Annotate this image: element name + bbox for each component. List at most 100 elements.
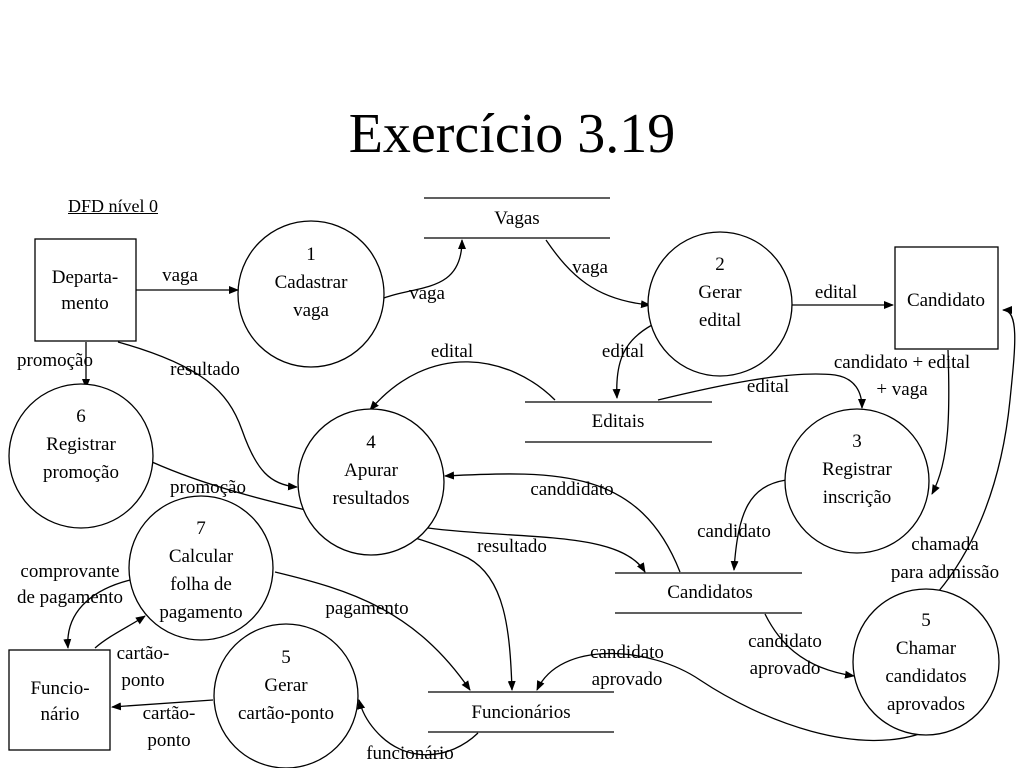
flow-p5a-funcionarios	[536, 652, 931, 742]
slide-title: Exercício 3.19	[348, 103, 676, 165]
flow-p7-funcionario	[63, 576, 146, 649]
flow-label-cartao-ponto-in-2: ponto	[121, 670, 164, 691]
external-departamento[interactable]: Departa- mento	[34, 238, 137, 342]
flow-label-cartao-ponto-in-1: cartão-	[117, 643, 170, 664]
flow-label-candidatos-p4: canddidato	[530, 479, 613, 500]
flow-funcionario-p7	[94, 615, 146, 649]
flow-label-p2-editais-edital: edital	[602, 341, 644, 362]
flow-label-p3-candidato: candidato	[697, 521, 771, 542]
flow-label-cand-edital-vaga-1: candidato + edital	[834, 352, 970, 373]
store-candidatos[interactable]: Candidatos	[615, 572, 802, 614]
store-vagas[interactable]: Vagas	[424, 197, 610, 239]
store-vagas-label: Vagas	[494, 208, 539, 229]
flow-p5b-funcionario	[111, 699, 214, 711]
flow-labels: vaga vaga vaga edital edital edital edit…	[17, 257, 999, 764]
flow-editais-p3	[657, 373, 866, 409]
process-5a-line-1: Chamar	[896, 638, 957, 659]
process-5b-line-1: Gerar	[264, 675, 308, 696]
process-4-number: 4	[366, 432, 376, 453]
flow-label-p2-edital: edital	[815, 282, 857, 303]
flow-label-comprovante-2: de pagamento	[17, 587, 123, 608]
flow-candidatos-p4	[444, 471, 681, 573]
flow-label-p6-promocao: promoção	[170, 477, 246, 498]
process-1-line-2: vaga	[293, 300, 329, 321]
process-2-line-1: Gerar	[698, 282, 742, 303]
flow-p7-funcionarios	[274, 571, 471, 691]
flow-label-editais-p4-edital: edital	[431, 341, 473, 362]
flow-label-p1-vaga: vaga	[409, 283, 445, 304]
process-5b-number: 5	[281, 647, 291, 668]
flow-vagas-p2	[545, 239, 651, 309]
flow-candidatos-p5a	[764, 613, 855, 679]
external-candidato-label: Candidato	[907, 290, 985, 311]
flow-editais-p4	[369, 361, 556, 411]
flow-label-dep-resultado: resultado	[170, 359, 240, 380]
process-7-number: 7	[196, 518, 206, 539]
process-5-gerar-cartao-ponto[interactable]: 5 Gerar cartão-ponto	[213, 623, 359, 768]
process-6-number: 6	[76, 406, 86, 427]
external-funcionario-line-2: nário	[40, 704, 79, 725]
data-flows	[63, 239, 1016, 756]
process-2-line-2: edital	[699, 310, 741, 331]
flow-label-vagas-vaga: vaga	[572, 257, 608, 278]
flow-label-comprovante-1: comprovante	[20, 561, 119, 582]
flow-funcionarios-p5b	[357, 699, 479, 756]
process-3-registrar-inscricao[interactable]: 3 Registrar inscrição	[784, 408, 930, 554]
process-5a-line-3: aprovados	[887, 694, 965, 715]
flow-label-cartao-ponto-out-1: cartão-	[143, 703, 196, 724]
process-4-line-2: resultados	[332, 488, 409, 509]
flow-label-cartao-ponto-out-2: ponto	[147, 730, 190, 751]
process-2-gerar-edital[interactable]: 2 Gerar edital	[647, 231, 793, 377]
process-7-line-3: pagamento	[159, 602, 242, 623]
flow-label-cand-aprov-func-1: candidato	[590, 642, 664, 663]
store-editais[interactable]: Editais	[525, 401, 712, 443]
flow-p1-vagas	[383, 239, 466, 299]
flow-label-chamada-2: para admissão	[891, 562, 999, 583]
process-6-line-1: Registrar	[46, 434, 116, 455]
flow-p6-funcionarios	[151, 461, 516, 691]
flow-label-funcionario: funcionário	[366, 743, 454, 764]
process-5a-number: 5	[921, 610, 931, 631]
external-departamento-line-1: Departa-	[52, 267, 118, 288]
store-candidatos-label: Candidatos	[667, 582, 753, 603]
process-1-line-1: Cadastrar	[275, 272, 348, 293]
external-departamento-line-2: mento	[61, 293, 109, 314]
flow-dep-p4	[117, 341, 298, 491]
external-funcionario[interactable]: Funcio- nário	[8, 649, 111, 751]
store-editais-label: Editais	[592, 411, 645, 432]
process-7-line-1: Calcular	[169, 546, 234, 567]
process-5a-line-2: candidatos	[885, 666, 966, 687]
process-2-number: 2	[715, 254, 725, 275]
flow-label-p4-resultado: resultado	[477, 536, 547, 557]
flow-label-editais-p3-edital: edital	[747, 376, 789, 397]
process-3-line-2: inscrição	[823, 487, 892, 508]
process-4-apurar-resultados[interactable]: 4 Apurar resultados	[297, 408, 445, 556]
process-5b-line-2: cartão-ponto	[238, 703, 334, 724]
flow-label-dep-promocao: promoção	[17, 350, 93, 371]
process-3-line-1: Registrar	[822, 459, 892, 480]
flow-label-cand-aprov-func-2: aprovado	[592, 669, 663, 690]
store-funcionarios-label: Funcionários	[471, 702, 570, 723]
process-6-registrar-promocao[interactable]: 6 Registrar promoção	[8, 383, 154, 529]
flow-label-dep-vaga: vaga	[162, 265, 198, 286]
process-5-chamar-candidatos-aprovados[interactable]: 5 Chamar candidatos aprovados	[852, 588, 1000, 736]
store-funcionarios[interactable]: Funcionários	[428, 691, 614, 733]
process-7-line-2: folha de	[170, 574, 232, 595]
process-6-line-2: promoção	[43, 462, 119, 483]
flow-p3-candidatos	[730, 479, 787, 571]
process-1-cadastrar-vaga[interactable]: 1 Cadastrar vaga	[237, 220, 385, 368]
external-funcionario-line-1: Funcio-	[30, 678, 89, 699]
flow-candidato-p3	[931, 349, 950, 495]
flow-p5a-candidato	[937, 306, 1016, 593]
flow-label-cand-edital-vaga-2: + vaga	[876, 379, 928, 400]
flow-label-chamada-1: chamada	[911, 534, 979, 555]
diagram-level-label: DFD nível 0	[68, 196, 158, 216]
process-4-line-1: Apurar	[344, 460, 398, 481]
external-candidato[interactable]: Candidato	[894, 246, 999, 350]
process-3-number: 3	[852, 431, 862, 452]
flow-p4-candidatos	[427, 527, 646, 573]
process-7-calcular-folha-pagamento[interactable]: 7 Calcular folha de pagamento	[128, 495, 274, 641]
process-1-number: 1	[306, 244, 316, 265]
flow-p2-editais	[612, 324, 653, 399]
